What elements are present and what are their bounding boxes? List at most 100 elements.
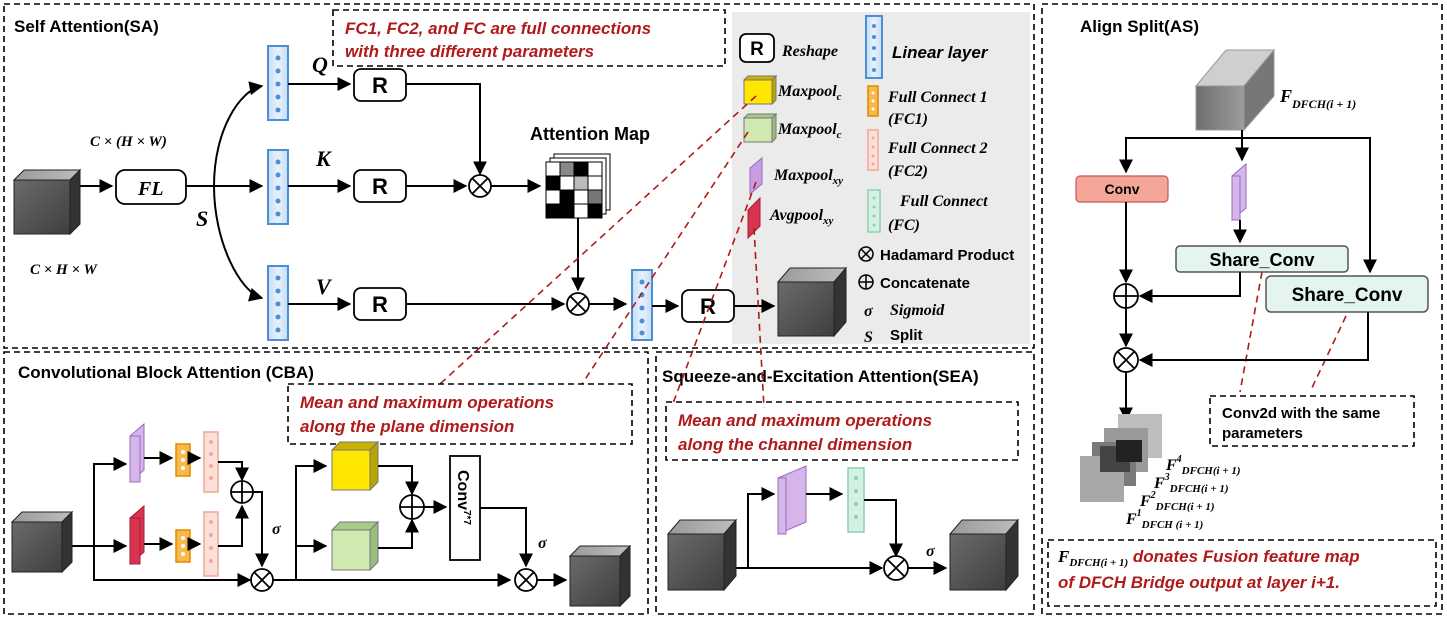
legend-fc2-b: (FC2) (888, 163, 928, 180)
cba-hadamard-1 (250, 568, 274, 592)
linear-out (631, 269, 653, 341)
cba-fc1-bottom (175, 529, 191, 563)
hadamard-qk (468, 174, 492, 198)
sea-input-cube (666, 518, 738, 592)
conv2d-note-box (1209, 395, 1415, 447)
sea-fc (847, 467, 865, 533)
fl-label: FL (137, 178, 164, 200)
legend-fc-b: (FC) (888, 217, 920, 234)
legend-linear-icon (865, 15, 883, 79)
legend-maxpool-c-green-icon (742, 112, 778, 144)
as-out2: F2DFCH(i + 1) (1139, 490, 1215, 513)
fc-note-line2: with three different parameters (345, 42, 594, 61)
cba-sigma-2: σ (538, 535, 547, 552)
svg-text:R: R (700, 294, 716, 319)
fusion-note-box (1047, 539, 1437, 607)
reshape-v: R (353, 287, 407, 321)
attention-map (545, 153, 611, 219)
plane-note-box (287, 383, 633, 445)
cba-conv7x7: Conv7*7 (449, 455, 481, 561)
as-share-conv-1: Share_Conv (1175, 245, 1349, 273)
svg-text:R: R (372, 73, 388, 98)
legend-fc1-b: (FC1) (888, 111, 928, 128)
svg-text:Share_Conv: Share_Conv (1209, 250, 1314, 270)
legend-linear: Linear layer (892, 43, 989, 62)
q-label: Q (312, 52, 328, 77)
legend-r-box: R (739, 33, 775, 63)
legend-fc1-icon (867, 85, 879, 117)
as-out1: F1DFCH (i + 1) (1125, 508, 1203, 531)
sea-sigma: σ (926, 543, 935, 560)
cba-hadamard-2 (514, 568, 538, 592)
v-label: V (316, 274, 333, 299)
sea-title: Squeeze-and-Excitation Attention(SEA) (662, 367, 979, 386)
as-hadamard (1113, 347, 1139, 373)
fc-note-line1: FC1, FC2, and FC are full connections (345, 19, 651, 38)
linear-k (267, 149, 289, 225)
plane-note-line1: Mean and maximum operations (300, 393, 554, 412)
sea-hadamard (883, 555, 909, 581)
split-s: S (196, 206, 208, 231)
svg-text:Conv7*7: Conv7*7 (454, 470, 472, 525)
cba-maxpool-c-yellow (330, 440, 380, 492)
legend-maxpool-c-1: Maxpoolc (777, 83, 842, 103)
attention-map-label: Attention Map (530, 124, 650, 144)
legend-s-sym: S (864, 329, 873, 346)
as-maxpool-xy (1231, 162, 1247, 222)
legend-fc-a: Full Connect (899, 193, 988, 210)
cba-frame (3, 351, 649, 615)
cba-concat-2 (399, 494, 425, 520)
fusion-note-line1: FDFCH(i + 1) donates Fusion feature map (1057, 547, 1360, 569)
legend-sigma-sym: σ (864, 303, 873, 320)
sa-title: Self Attention(SA) (14, 17, 159, 36)
dims-top: C × (H × W) (90, 134, 167, 150)
svg-text:R: R (372, 174, 388, 199)
legend-maxpool-xy: Maxpoolxy (773, 167, 843, 187)
legend-fc2-icon (867, 129, 879, 171)
cba-sigma-1: σ (272, 521, 281, 538)
as-title: Align Split(AS) (1080, 17, 1199, 36)
legend-maxpool-c-yellow-icon (742, 74, 778, 106)
legend-hadamard-icon (858, 246, 874, 262)
svg-text:Conv: Conv (1105, 181, 1140, 197)
cba-output-cube (568, 544, 632, 608)
linear-v (267, 265, 289, 341)
legend-avgpool-xy-icon (747, 196, 761, 240)
cba-maxpool-xy (129, 422, 145, 484)
svg-text:R: R (750, 39, 764, 60)
legend-hadamard: Hadamard Product (880, 247, 1014, 264)
legend-sigmoid: Sigmoid (890, 302, 945, 319)
legend-fc-icon (867, 189, 881, 233)
cba-input-cube (10, 510, 74, 574)
as-frame (1041, 3, 1443, 615)
legend-concat-icon (858, 274, 874, 290)
plane-note-line2: along the plane dimension (300, 417, 514, 436)
channel-note-box (665, 401, 1019, 461)
conv2d-note-line2: parameters (1222, 425, 1303, 442)
channel-note-line2: along the channel dimension (678, 435, 912, 454)
sea-output-cube (948, 518, 1020, 592)
as-out3: F3DFCH(i + 1) (1153, 472, 1229, 495)
legend-maxpool-c-2: Maxpoolc (777, 121, 842, 141)
legend-split: Split (890, 327, 923, 344)
conv2d-note-line1: Conv2d with the same (1222, 405, 1380, 422)
cba-title: Convolutional Block Attention (CBA) (18, 363, 314, 382)
reshape-q: R (353, 68, 407, 102)
as-output-stack (1080, 414, 1162, 502)
cba-maxpool-c-green (330, 520, 380, 572)
as-input-block (1194, 48, 1276, 132)
fc-note-box (332, 9, 726, 67)
linear-q (267, 45, 289, 121)
cba-avgpool-xy (129, 504, 145, 566)
hadamard-v (566, 292, 590, 316)
cba-fc2-top (203, 431, 219, 493)
as-concat (1113, 283, 1139, 309)
channel-note-line1: Mean and maximum operations (678, 411, 932, 430)
legend-maxpool-xy-icon (749, 156, 763, 196)
sea-maxpool-xy (777, 465, 807, 535)
legend-fc1-a: Full Connect 1 (887, 89, 988, 106)
svg-text:R: R (372, 292, 388, 317)
sa-input-cube (12, 168, 82, 236)
sa-output-cube (776, 266, 848, 338)
